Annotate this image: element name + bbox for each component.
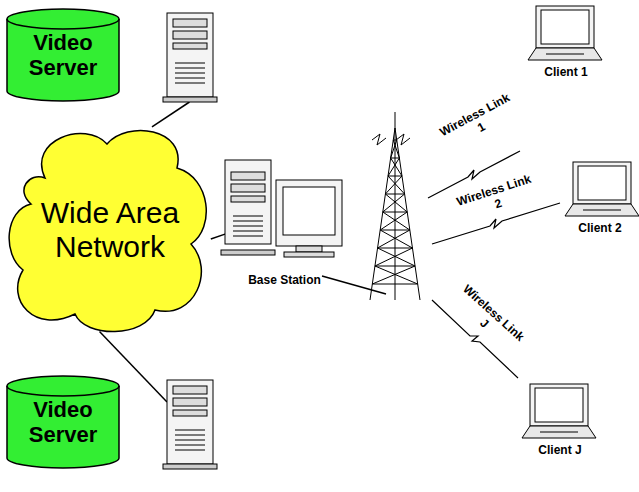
laptop-icon (520, 382, 600, 476)
antenna-signal (396, 134, 410, 145)
wireless-link-line (428, 151, 560, 378)
network-link (152, 102, 190, 127)
video-server: Video Server (5, 5, 230, 105)
node-title: Video Server (7, 397, 119, 447)
client-laptop: Client J (520, 382, 600, 476)
base-station: Base Station (222, 158, 347, 296)
node-label: Client 2 (563, 222, 637, 235)
laptop-icon (526, 4, 606, 96)
video-server: Video Server (5, 372, 230, 472)
network-cloud: Wide Area Network (5, 118, 215, 338)
node-label: Base Station (222, 274, 347, 287)
antenna-tower (370, 112, 420, 300)
network-link (211, 234, 226, 239)
client-laptop: Client 2 (563, 160, 637, 252)
antenna-signal (372, 134, 386, 145)
node-title: Wide Area Network (19, 196, 201, 264)
base-wire (322, 276, 386, 294)
client-laptop: Client 1 (526, 4, 606, 96)
node-title: Video Server (7, 30, 119, 80)
node-label: Client J (520, 444, 600, 457)
link-label: Wireless Link 1 (434, 89, 521, 153)
link-label: Wireless Link J (448, 279, 529, 356)
laptop-icon (563, 160, 637, 252)
node-label: Client 1 (526, 66, 606, 79)
